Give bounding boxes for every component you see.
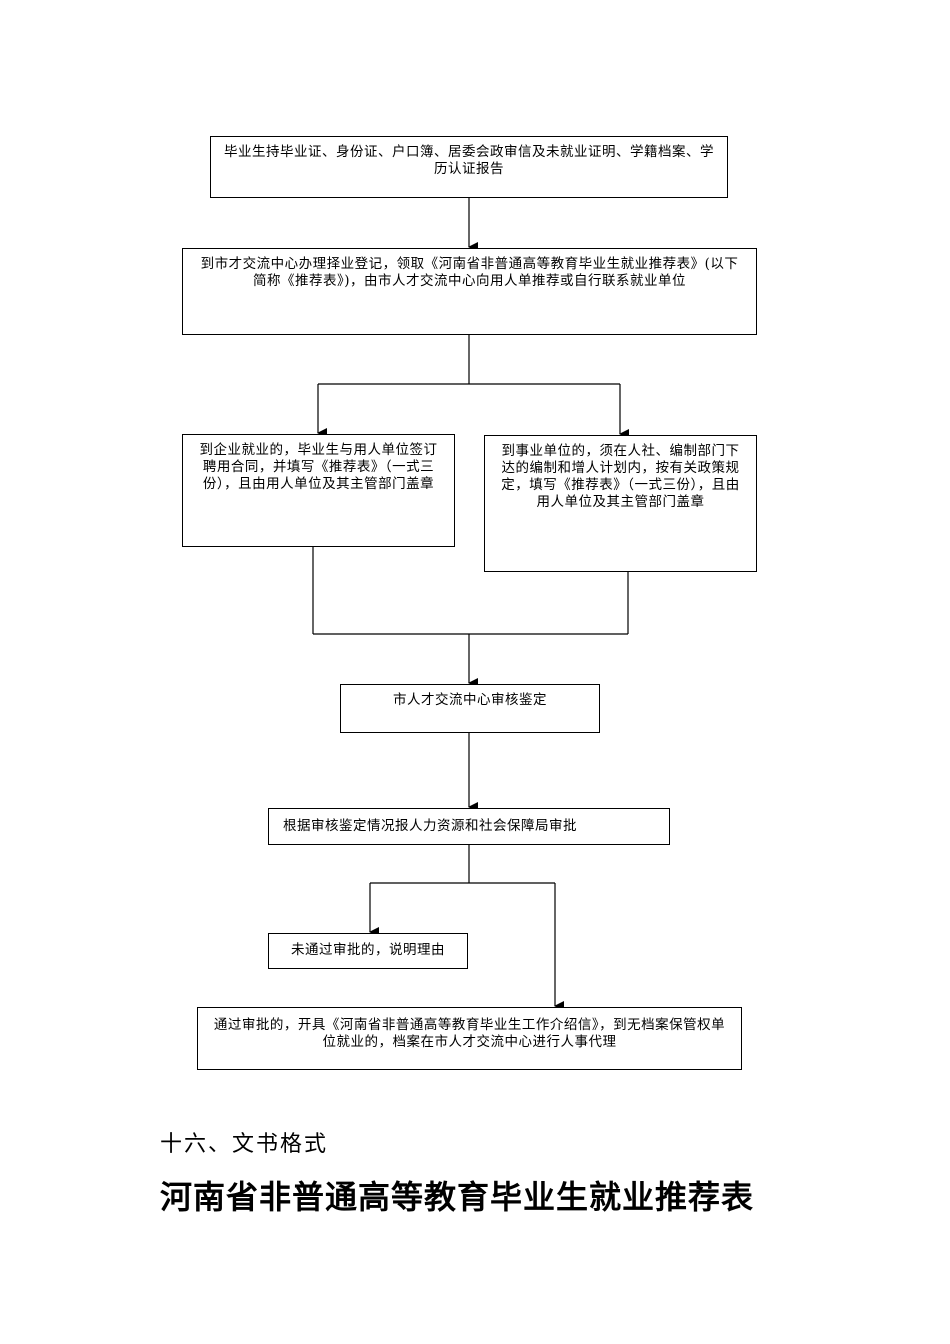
step-submit-documents: 毕业生持毕业证、身份证、户口簿、居委会政审信及未就业证明、学籍档案、学历认证报告	[210, 136, 728, 198]
outcome-rejected: 未通过审批的，说明理由	[268, 933, 468, 969]
branch-institution-text: 到事业单位的，须在人社、编制部门下达的编制和增人计划内，按有关政策规定，填写《推…	[501, 443, 740, 510]
step-registration: 到市才交流中心办理择业登记，领取《河南省非普通高等教育毕业生就业推荐表》(以下简…	[182, 248, 757, 335]
step-review-text: 市人才交流中心审核鉴定	[393, 692, 547, 708]
step-report-approval-text: 根据审核鉴定情况报人力资源和社会保障局审批	[283, 818, 577, 834]
step-registration-text: 到市才交流中心办理择业登记，领取《河南省非普通高等教育毕业生就业推荐表》(以下简…	[200, 256, 739, 289]
step-submit-documents-text: 毕业生持毕业证、身份证、户口簿、居委会政审信及未就业证明、学籍档案、学历认证报告	[224, 144, 714, 177]
outcome-approved: 通过审批的，开具《河南省非普通高等教育毕业生工作介绍信》，到无档案保管权单位就业…	[197, 1007, 742, 1070]
step-report-approval: 根据审核鉴定情况报人力资源和社会保障局审批	[268, 808, 670, 845]
document-title: 河南省非普通高等教育毕业生就业推荐表	[160, 1178, 755, 1216]
branch-enterprise: 到企业就业的，毕业生与用人单位签订聘用合同，并填写《推荐表》（一式三份），且由用…	[182, 434, 455, 547]
step-review: 市人才交流中心审核鉴定	[340, 684, 600, 733]
outcome-rejected-text: 未通过审批的，说明理由	[291, 942, 445, 958]
branch-institution: 到事业单位的，须在人社、编制部门下达的编制和增人计划内，按有关政策规定，填写《推…	[484, 435, 757, 572]
outcome-approved-text: 通过审批的，开具《河南省非普通高等教育毕业生工作介绍信》，到无档案保管权单位就业…	[213, 1017, 726, 1050]
section-heading: 十六、文书格式	[160, 1132, 329, 1157]
branch-enterprise-text: 到企业就业的，毕业生与用人单位签订聘用合同，并填写《推荐表》（一式三份），且由用…	[199, 442, 438, 492]
